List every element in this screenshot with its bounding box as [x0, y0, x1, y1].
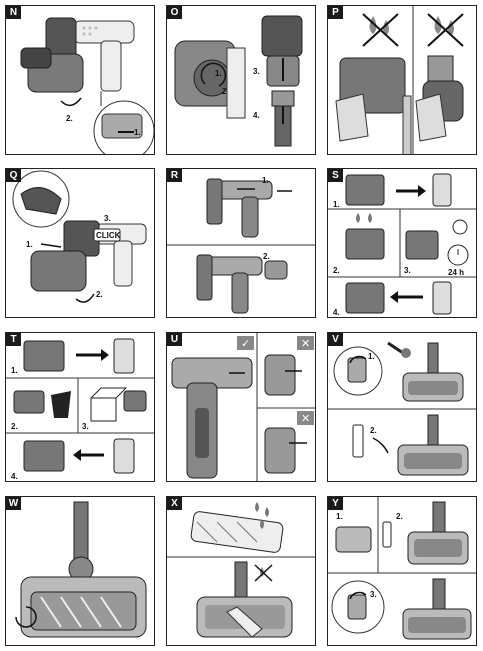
panel-label: Q	[6, 169, 21, 182]
panel-u-illustration: ✓ ✕ ✕	[171, 333, 315, 481]
panel-t-illustration: 1. 2. 3. 4.	[6, 338, 154, 481]
click-text: CLICK	[96, 231, 121, 240]
step-label: 2.	[222, 87, 229, 96]
step-label: 1.	[336, 512, 343, 521]
panel-label: N	[6, 6, 21, 19]
step-label: 2.	[370, 426, 377, 435]
panel-o-illustration: 1. 2. 3. 4.	[174, 15, 303, 147]
step-label: 3.	[370, 590, 377, 599]
panel-label: X	[167, 497, 182, 510]
step-label: 1.	[368, 352, 375, 361]
box-icon	[90, 387, 128, 422]
step-label: 1.	[215, 69, 222, 78]
step-label: 1.	[134, 128, 141, 137]
step-label: 1.	[262, 176, 269, 185]
panel-p: P	[327, 5, 477, 155]
panel-s-illustration: 1. 2. 3. 24 h 4.	[328, 173, 476, 317]
step-label: 4.	[11, 472, 18, 481]
panel-u: U ✓ ✕ ✕	[166, 332, 316, 482]
panel-n-illustration: 2. 1.	[20, 17, 154, 154]
step-label: 1.	[11, 366, 18, 375]
check-mark: ✓	[241, 337, 250, 350]
panel-r: R 1. 2.	[166, 168, 316, 318]
panel-y-illustration: 1. 2. 3.	[328, 497, 476, 640]
panel-label: U	[167, 333, 182, 346]
panel-label: O	[167, 6, 182, 19]
droplet-icon	[255, 502, 269, 529]
panel-label: R	[167, 169, 182, 182]
step-label: 2.	[396, 512, 403, 521]
panel-o: O 1. 2. 3. 4.	[166, 5, 316, 155]
step-label: 2.	[263, 252, 270, 261]
step-label: 2.	[11, 422, 18, 431]
step-label: 4.	[333, 308, 340, 317]
panel-q-illustration: 3. CLICK 1. 2.	[12, 170, 147, 303]
no-water-icon	[427, 13, 464, 47]
panel-v: V 1. 2.	[327, 332, 477, 482]
panel-label: T	[6, 333, 21, 346]
step-label: 2.	[66, 114, 73, 123]
step-label: 3.	[82, 422, 89, 431]
step-label: 4.	[253, 111, 260, 120]
panel-y: Y 1. 2. 3.	[327, 496, 477, 646]
panel-q: Q 3. CLICK 1. 2.	[5, 168, 155, 318]
droplet-icon	[356, 213, 372, 223]
time-text: 24 h	[448, 268, 464, 277]
panel-label: V	[328, 333, 343, 346]
step-label: 3.	[104, 214, 111, 223]
wrench-icon	[387, 341, 411, 358]
panel-s: S 1. 2. 3. 24 h 4.	[327, 168, 477, 318]
step-label: 3.	[404, 266, 411, 275]
clock-icon	[447, 244, 469, 266]
no-water-icon	[362, 13, 399, 47]
cross-mark: ✕	[301, 337, 310, 350]
step-label: 1.	[26, 240, 33, 249]
panel-w-illustration	[15, 501, 147, 638]
sun-icon	[452, 219, 468, 235]
panel-p-illustration	[335, 6, 464, 154]
panel-label: Y	[328, 497, 343, 510]
cross-icon	[297, 336, 314, 350]
panel-label: S	[328, 169, 343, 182]
panel-v-illustration: 1. 2.	[328, 341, 476, 476]
panel-n: N 2. 1.	[5, 5, 155, 155]
step-label: 1.	[333, 200, 340, 209]
panel-label: P	[328, 6, 343, 19]
panel-x-illustration	[167, 502, 315, 638]
panel-r-illustration: 1. 2.	[167, 176, 315, 314]
step-label: 2.	[333, 266, 340, 275]
no-water-icon	[254, 564, 273, 582]
step-label: 3.	[253, 67, 260, 76]
cross-mark: ✕	[301, 412, 310, 425]
panel-x: X	[166, 496, 316, 646]
check-icon	[237, 336, 254, 350]
panel-t: T 1. 2. 3. 4.	[5, 332, 155, 482]
panel-label: W	[6, 497, 21, 510]
bin-icon	[51, 391, 71, 418]
panel-w: W	[5, 496, 155, 646]
step-label: 2.	[96, 290, 103, 299]
cross-icon	[297, 411, 314, 425]
